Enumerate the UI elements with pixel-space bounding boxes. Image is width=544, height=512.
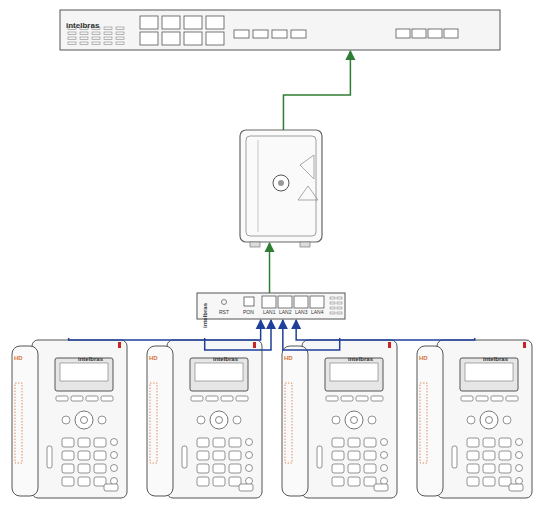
brand-logo: intelbras [213,356,238,362]
hd-logo: HD [419,355,428,361]
ip-phone: intelbras [427,338,533,500]
hd-logo: HD [14,355,23,361]
outdoor-enclosure [240,130,322,242]
ip-phone: intelbras [292,338,398,500]
port-label: PON [243,310,254,315]
brand-logo: intelbras [483,356,508,362]
network-switch: intelbras [60,10,500,50]
ethernet-link [296,320,475,340]
brand-logo: intelbras [78,356,103,362]
fiber-link [283,51,350,130]
hd-logo: HD [284,355,293,361]
ethernet-link [205,320,271,350]
port-label: RST [219,310,229,315]
ip-phone: intelbras [22,338,128,500]
port-label: LAN3 [295,310,308,315]
onu-device: intelbras [197,293,345,319]
hd-logo: HD [149,355,158,361]
brand-logo: intelbras [348,356,373,362]
port-label: LAN2 [279,310,292,315]
ethernet-link [69,320,261,340]
ip-phone: intelbras [157,338,263,500]
fiber-link [269,243,271,293]
brand-logo: intelbras [202,303,208,328]
brand-logo: intelbras [66,22,99,30]
port-label: LAN1 [263,310,276,315]
port-label: LAN4 [311,310,324,315]
ethernet-link [283,320,340,350]
